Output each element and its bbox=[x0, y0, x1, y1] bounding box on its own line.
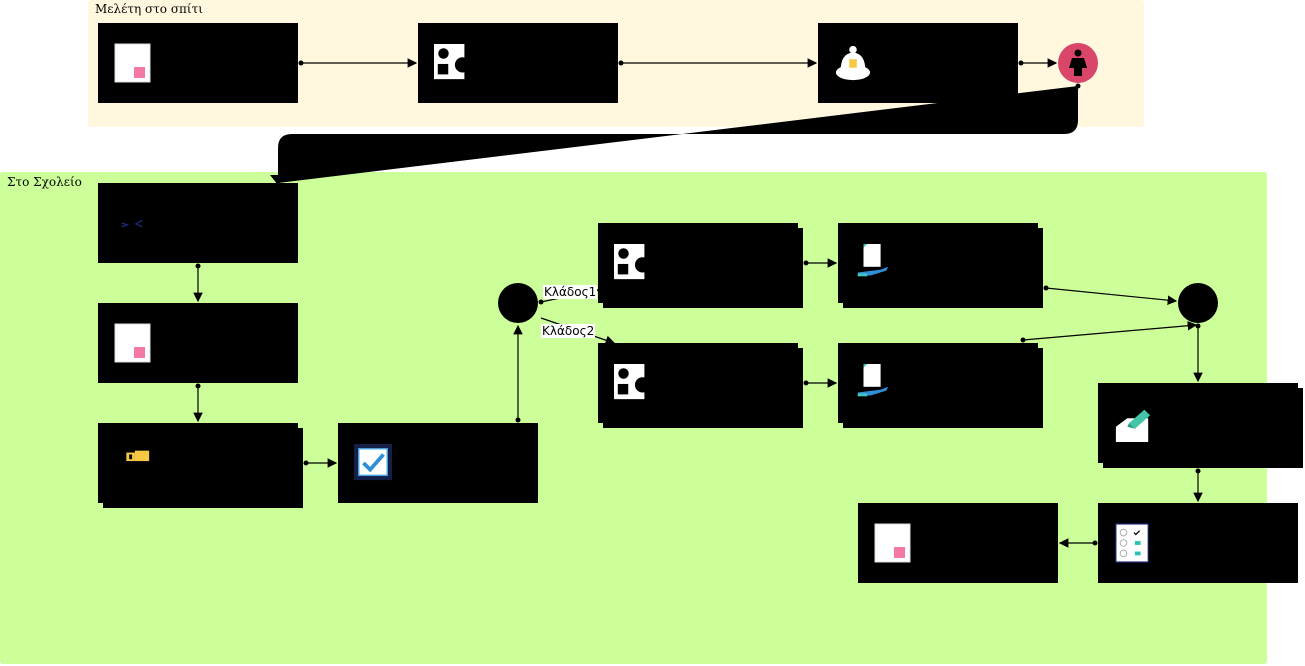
document-icon bbox=[874, 523, 911, 563]
document-icon bbox=[114, 323, 151, 363]
shapes-icon bbox=[614, 364, 651, 400]
activity-school-final-document[interactable] bbox=[858, 503, 1058, 583]
activity-school-checklist[interactable] bbox=[1098, 503, 1298, 583]
activity-branch1-handout[interactable] bbox=[838, 223, 1038, 303]
branch-label-1: Κλάδος1 bbox=[543, 285, 598, 299]
gateway-split[interactable] bbox=[498, 283, 538, 323]
lane-label-home: Μελέτη στο σπίτι bbox=[95, 2, 203, 16]
activity-branch1-shapes[interactable] bbox=[598, 223, 798, 303]
handout-icon bbox=[857, 244, 889, 277]
chevrons-icon bbox=[121, 219, 143, 228]
connector bbox=[1045, 287, 1178, 305]
activity-home-document[interactable] bbox=[98, 23, 298, 103]
activity-school-ballot[interactable] bbox=[1098, 383, 1298, 463]
ticket-icon bbox=[126, 450, 150, 462]
activity-school-chevrons[interactable] bbox=[98, 183, 298, 263]
activity-branch2-shapes[interactable] bbox=[598, 343, 798, 423]
activity-branch2-handout[interactable] bbox=[838, 343, 1038, 423]
activity-home-shapes[interactable] bbox=[418, 23, 618, 103]
person-icon bbox=[1069, 49, 1087, 76]
activity-school-checkmark[interactable] bbox=[338, 423, 538, 503]
activity-home-bell[interactable] bbox=[818, 23, 1018, 103]
bell-icon bbox=[835, 45, 871, 81]
shapes-icon bbox=[614, 244, 651, 280]
handout-icon bbox=[857, 364, 889, 397]
branch-label-2: Κλάδος2 bbox=[541, 324, 596, 338]
checkmark-icon bbox=[354, 444, 392, 481]
cross-lane-connector bbox=[278, 86, 1078, 183]
activity-school-ticket[interactable] bbox=[98, 423, 298, 503]
checklist-icon bbox=[1115, 523, 1149, 563]
document-icon bbox=[114, 43, 151, 83]
start-event-person[interactable] bbox=[1058, 43, 1098, 83]
activity-school-document[interactable] bbox=[98, 303, 298, 383]
lane-label-school: Στο Σχολείο bbox=[7, 175, 82, 189]
gateway-merge[interactable] bbox=[1178, 283, 1218, 323]
ballot-box-icon bbox=[1115, 409, 1151, 442]
connector bbox=[1022, 320, 1198, 341]
shapes-icon bbox=[434, 44, 471, 80]
